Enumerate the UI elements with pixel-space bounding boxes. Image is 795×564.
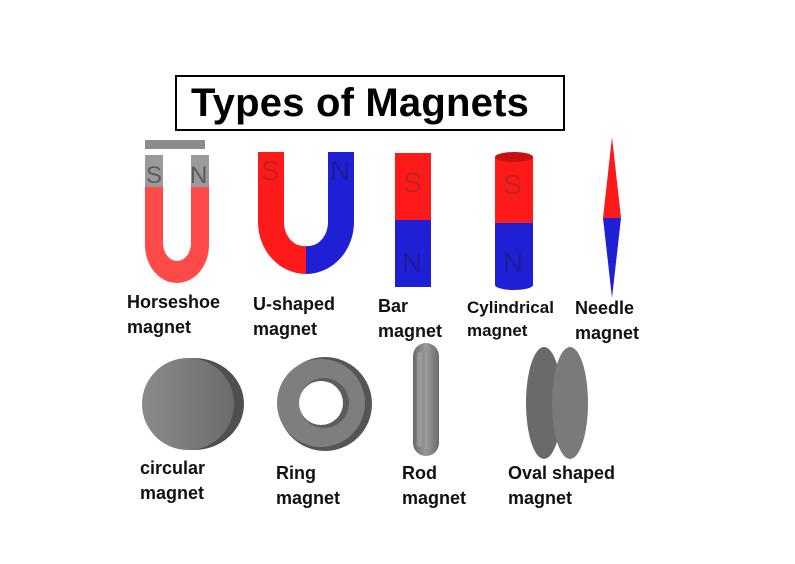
caption-needle: Needle magnet (575, 296, 639, 346)
ring-hole (299, 381, 343, 425)
caption-ring-line-2: magnet (276, 488, 341, 508)
rod-magnet (413, 343, 439, 456)
caption-u-shaped-line-1: U-shaped (253, 294, 336, 314)
caption-oval-line-2: magnet (508, 488, 573, 508)
caption-rod-line-2: magnet (402, 488, 467, 508)
cylindrical-pole-s: S (503, 169, 522, 200)
horseshoe-pole-left (145, 155, 163, 187)
caption-circular-line-2: magnet (140, 483, 205, 503)
caption-bar: Bar magnet (378, 294, 442, 344)
bar-pole-n: N (402, 247, 422, 278)
caption-oval: Oval shaped magnet (508, 461, 615, 511)
caption-cylindrical-line-2: magnet (467, 321, 528, 340)
cylindrical-north-half (495, 223, 533, 285)
u-shaped-pole-n: N (330, 155, 350, 186)
caption-horseshoe: Horseshoe magnet (127, 290, 220, 340)
title-box: Types of Magnets (175, 75, 565, 131)
needle-north-tip (603, 218, 621, 298)
bar-north-half (395, 220, 431, 287)
caption-bar-line-1: Bar (378, 296, 409, 316)
ring-magnet (277, 357, 372, 451)
cylindrical-south-half (495, 157, 533, 223)
u-shaped-pole-s: S (261, 155, 280, 186)
rod-body (413, 343, 439, 456)
horseshoe-pole-right (191, 155, 209, 187)
bar-magnet: S N (395, 153, 431, 287)
caption-circular: circular magnet (140, 456, 205, 506)
caption-bar-line-2: magnet (378, 321, 443, 341)
horseshoe-magnet: S N (145, 140, 209, 283)
horseshoe-keeper (145, 140, 205, 149)
caption-u-shaped-line-2: magnet (253, 319, 318, 339)
caption-u-shaped: U-shaped magnet (253, 292, 335, 342)
caption-needle-line-1: Needle (575, 298, 635, 318)
page-title: Types of Magnets (191, 81, 530, 125)
oval-left-disc (526, 347, 562, 459)
oval-right-disc (552, 347, 588, 459)
circular-magnet (142, 358, 244, 450)
u-shaped-left-half (258, 152, 306, 274)
caption-needle-line-2: magnet (575, 323, 640, 343)
cylindrical-pole-n: N (503, 247, 523, 278)
horseshoe-pole-s: S (146, 162, 162, 189)
caption-oval-line-1: Oval shaped (508, 463, 616, 483)
u-shaped-magnet: S N (258, 152, 354, 274)
caption-cylindrical: Cylindrical magnet (467, 296, 554, 342)
circular-face (142, 358, 234, 450)
caption-ring: Ring magnet (276, 461, 340, 511)
rod-highlight (417, 352, 422, 447)
cylindrical-top-cap (495, 152, 533, 162)
horseshoe-pole-n: N (190, 162, 207, 189)
bar-south-half (395, 153, 431, 220)
needle-south-tip (603, 137, 621, 218)
cylindrical-magnet: S N (495, 152, 533, 290)
horseshoe-body (145, 187, 209, 283)
cylindrical-bottom-cap (495, 280, 533, 290)
u-shaped-right-half (306, 152, 354, 274)
bar-pole-s: S (403, 167, 422, 198)
caption-rod: Rod magnet (402, 461, 466, 511)
caption-horseshoe-line-2: magnet (127, 317, 192, 337)
needle-magnet (603, 137, 621, 298)
caption-ring-line-1: Ring (276, 463, 316, 483)
caption-horseshoe-line-1: Horseshoe (127, 292, 221, 312)
caption-circular-line-1: circular (140, 458, 206, 478)
caption-cylindrical-line-1: Cylindrical (467, 298, 554, 317)
oval-shaped-magnet (526, 347, 588, 459)
caption-rod-line-1: Rod (402, 463, 437, 483)
